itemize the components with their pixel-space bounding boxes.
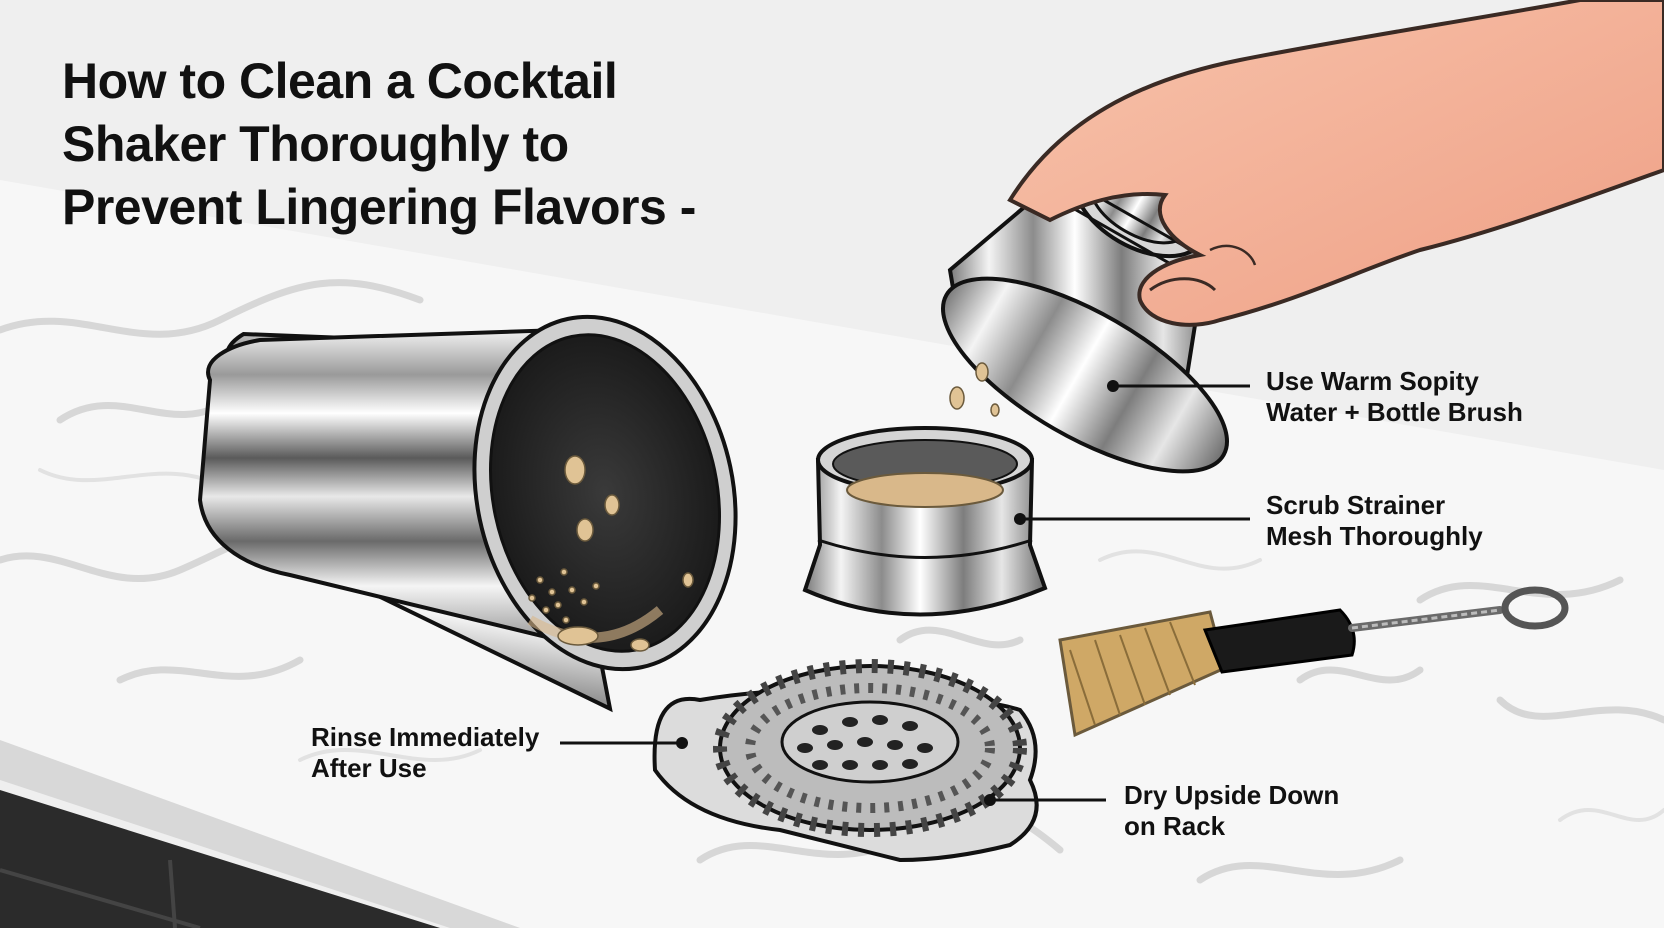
callout-line: After Use [311, 753, 427, 783]
strainer-cup [802, 426, 1048, 617]
callout-rinse: Rinse Immediately After Use [311, 722, 539, 784]
callout-line: Scrub Strainer [1266, 490, 1446, 520]
title-line: Prevent Lingering Flavors - [62, 179, 696, 235]
shaker-tin [197, 314, 738, 713]
callout-line: Rinse Immediately [311, 722, 540, 752]
leader-lines [560, 384, 1250, 802]
page-title: How to Clean a Cocktail Shaker Thoroughl… [62, 50, 822, 239]
title-line: How to Clean a Cocktail [62, 53, 618, 109]
callout-line: Water + Bottle Brush [1266, 397, 1523, 427]
callout-warm-water: Use Warm Sopity Water + Bottle Brush [1266, 366, 1523, 428]
callout-line: Mesh Thoroughly [1266, 521, 1483, 551]
callout-dry: Dry Upside Down on Rack [1124, 780, 1339, 842]
marble-veins [0, 279, 1664, 884]
callout-line: Dry Upside Down [1124, 780, 1340, 810]
callout-line: Use Warm Sopity [1266, 366, 1479, 396]
bottle-brush [1058, 586, 1569, 738]
callout-scrub-strainer: Scrub Strainer Mesh Thoroughly [1266, 490, 1483, 552]
hand [1007, 0, 1664, 327]
title-line: Shaker Thoroughly to [62, 116, 569, 172]
cabinet [0, 790, 440, 928]
callout-line: on Rack [1124, 811, 1226, 841]
hawthorne-strainer [652, 659, 1039, 863]
